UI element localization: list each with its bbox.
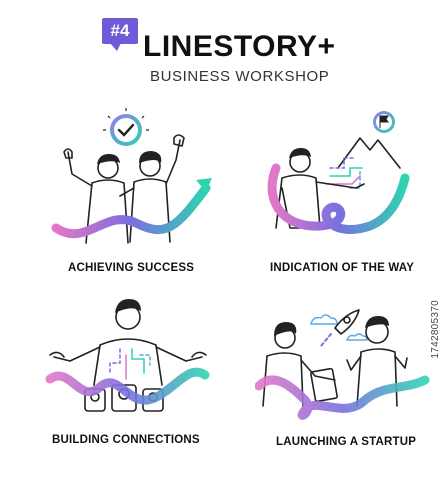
caption-achieving-success: ACHIEVING SUCCESS (68, 262, 195, 274)
illustration-building-connections (40, 295, 220, 425)
caption-building-connections: BUILDING CONNECTIONS (52, 434, 200, 446)
illustration-achieving-success (46, 108, 216, 253)
rocket-icon (320, 309, 360, 347)
stock-image-id: 1742805370 (430, 300, 441, 359)
cloud-icon (310, 314, 368, 341)
checkmark-icon (103, 108, 149, 146)
number-badge: #4 (102, 18, 138, 51)
illustration-indication-of-the-way (260, 108, 410, 253)
caption-indication-of-the-way: INDICATION OF THE WAY (270, 262, 415, 274)
caption-launching-a-startup: LAUNCHING A STARTUP (276, 436, 417, 448)
illustration-launching-a-startup (255, 300, 430, 430)
page-subtitle: BUSINESS WORKSHOP (150, 68, 330, 85)
brand-title: LINESTORY+ (143, 30, 336, 63)
flag-icon (373, 111, 395, 133)
